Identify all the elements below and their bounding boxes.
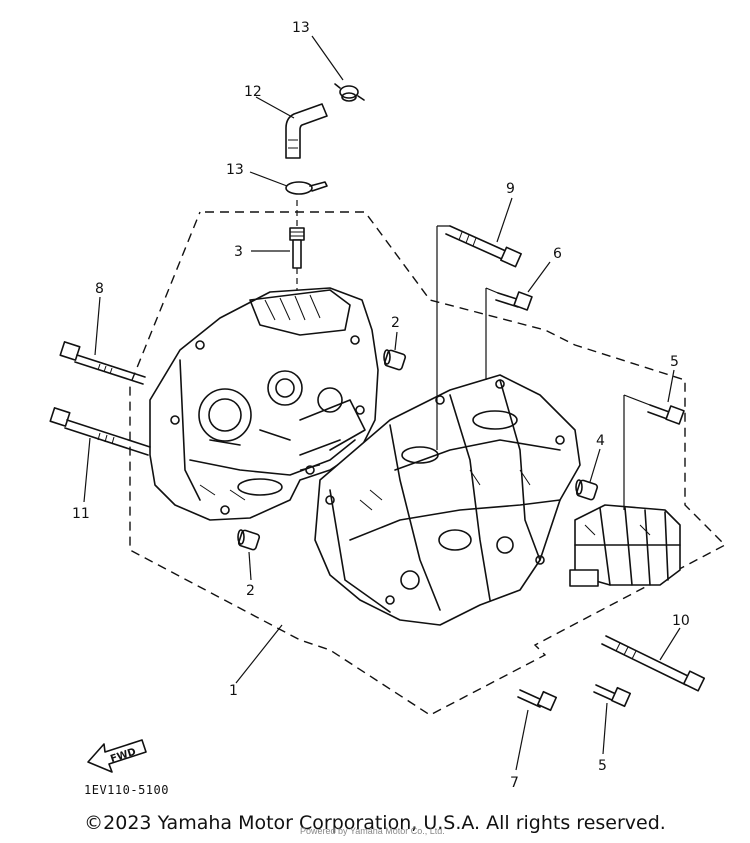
callout-13-top: 13 (292, 20, 310, 36)
bolt-6 (495, 291, 533, 311)
hose-clip-top (334, 83, 365, 102)
callout-4: 4 (596, 433, 605, 449)
callout-5-upper: 5 (670, 354, 679, 370)
leader-4 (589, 448, 601, 483)
leader-7 (515, 709, 529, 771)
callout-1: 1 (229, 683, 238, 699)
leader-5-lower (602, 702, 608, 755)
leader-9 (496, 197, 513, 243)
bolt-9 (445, 225, 522, 268)
leader-13-lower (249, 171, 288, 187)
leader-12 (255, 96, 295, 119)
bolt-10 (601, 635, 706, 692)
gear-case-housing (569, 504, 681, 587)
callout-2-lower: 2 (246, 583, 255, 599)
diagram-code: 1EV110-5100 (84, 783, 169, 797)
callout-13-lower: 13 (226, 162, 244, 178)
leader-10 (659, 627, 681, 661)
bolt-7 (517, 689, 558, 712)
leader-1 (235, 624, 283, 684)
dowel-pin-2-upper (383, 349, 407, 371)
hose-clip-lower (285, 181, 328, 195)
breather-hose (285, 103, 328, 159)
dowel-pin-4 (575, 479, 599, 501)
leader-8 (94, 296, 101, 356)
leader-5-upper (667, 369, 675, 403)
leader-6 (527, 261, 551, 293)
callout-10: 10 (672, 613, 690, 629)
leader-13-top (311, 35, 344, 81)
crankcase-left-half (149, 287, 379, 521)
callout-6: 6 (553, 246, 562, 262)
callout-7: 7 (510, 775, 519, 791)
bolt-5-upper (647, 404, 685, 425)
fwd-arrow-icon: FWD (87, 739, 147, 773)
leader-11 (83, 437, 91, 503)
watermark-text: Powered by Yamaha Motor Co., Ltd. (300, 826, 445, 836)
callout-8: 8 (95, 281, 104, 297)
bolt-5-lower (593, 684, 632, 708)
assembly-boundary (129, 211, 727, 716)
bolt-8 (59, 341, 146, 385)
leader-2-upper (394, 331, 398, 351)
copyright-notice: ©2023 Yamaha Motor Corporation, U.S.A. A… (84, 812, 666, 834)
breather-pipe (289, 227, 305, 269)
dowel-pin-2-lower (237, 529, 261, 551)
leader-2-lower (248, 551, 252, 581)
crankcase-right-half (314, 374, 581, 626)
callout-5-lower: 5 (598, 758, 607, 774)
callout-2-upper: 2 (391, 315, 400, 331)
callout-11: 11 (72, 506, 90, 522)
callout-12: 12 (244, 84, 262, 100)
callout-9: 9 (506, 181, 515, 197)
callout-3: 3 (234, 244, 243, 260)
bolt-11 (49, 407, 151, 456)
